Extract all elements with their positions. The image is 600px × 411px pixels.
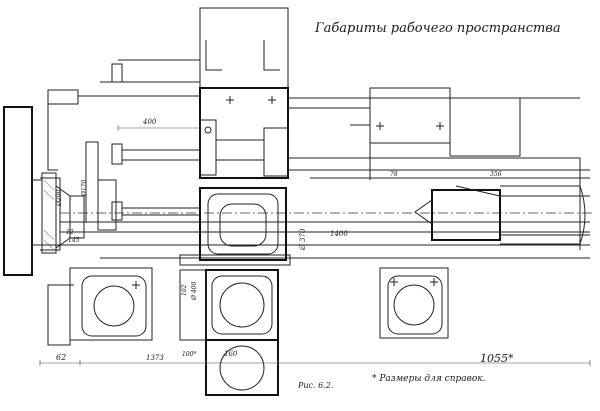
tailstock-quill: [414, 185, 590, 245]
dim-160-label: 160: [224, 350, 238, 358]
dimension-400: 400: [117, 118, 200, 131]
dim-100-label: 100*: [182, 351, 196, 358]
carriage-center: Ø 370 1400: [179, 187, 348, 266]
headstock-frame: [47, 59, 200, 231]
left-turret-box: [47, 267, 153, 346]
dim-356-label: 356: [490, 171, 502, 178]
dim-diameter-label: Ø 370: [299, 228, 307, 251]
crosshair-markers: [66, 96, 444, 289]
central-column: [199, 7, 289, 179]
left-spindle-housing: [3, 106, 85, 276]
footnote-text: * Размеры для справок.: [372, 374, 486, 384]
dim-145-label: 145: [68, 237, 80, 244]
bottom-dimension-chain: 62 1373 100* 160 1055*: [39, 350, 591, 366]
turret-stack: Ø 400: [179, 269, 279, 396]
dim-phi200-label: Ø200: [56, 189, 63, 207]
dim-1400-label: 1400: [330, 230, 348, 238]
dim-1373-label: 1373: [146, 354, 164, 362]
drawing-title: Габариты рабочего пространства: [314, 21, 561, 36]
figure-caption: Рис. 6.2.: [297, 381, 333, 390]
dim-12-label: 12: [66, 229, 74, 236]
right-tailstock-frame: 78 356: [288, 87, 590, 250]
dim-vert-label: Ø 400: [191, 282, 198, 301]
dim-400-label: 400: [142, 118, 157, 126]
right-turret-box: [379, 267, 449, 339]
dim-78-label: 78: [390, 171, 398, 178]
dim-62-label: 62: [56, 353, 66, 362]
dim-102-label: 102: [181, 284, 188, 296]
dim-phi170-label: Ø170: [81, 179, 88, 197]
dim-1055-label: 1055*: [480, 352, 514, 365]
